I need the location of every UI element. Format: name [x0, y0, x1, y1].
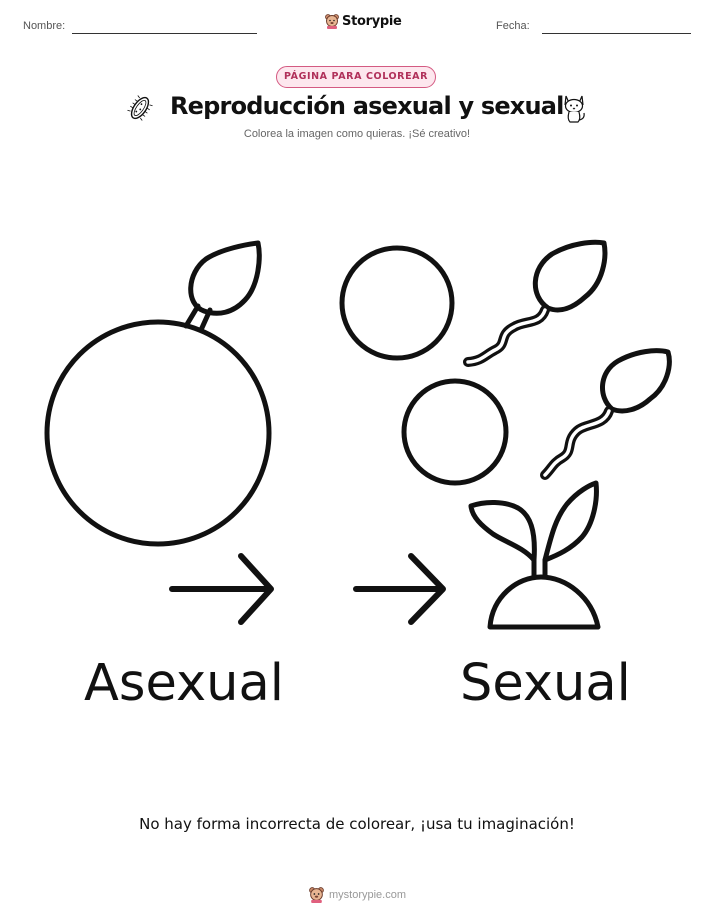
cat-icon: [564, 95, 585, 123]
brand-name: Storypie: [342, 13, 402, 29]
arrow-sexual: [353, 553, 446, 625]
sperm-cell-top: [463, 239, 608, 367]
egg-cell-bottom: [401, 378, 509, 486]
asexual-label: Asexual: [84, 654, 284, 713]
name-label: Nombre:: [23, 20, 66, 32]
page-title: Reproducción asexual y sexual: [170, 92, 564, 120]
encouragement-message: No hay forma incorrecta de colorear, ¡us…: [139, 815, 575, 833]
page-type-badge: PÁGINA PARA COLOREAR: [276, 66, 436, 88]
bear-mascot-icon: [325, 14, 339, 29]
title-row: Reproducción asexual y sexual: [0, 90, 714, 126]
site-url[interactable]: mystorypie.com: [329, 888, 407, 901]
date-field-line[interactable]: [542, 33, 691, 34]
egg-cell-top: [339, 245, 455, 361]
bacterium-icon: [127, 95, 153, 121]
arrow-asexual: [169, 553, 274, 625]
subtitle: Colorea la imagen como quieras. ¡Sé crea…: [243, 128, 471, 140]
brand-logo: Storypie: [324, 13, 402, 29]
site-footer: mystorypie.com: [308, 886, 406, 903]
budding-cell-drawing: [44, 240, 272, 547]
sperm-cell-bottom: [540, 348, 672, 480]
sexual-label: Sexual: [460, 654, 631, 713]
sprout-drawing: [468, 480, 601, 630]
date-label: Fecha:: [496, 20, 530, 32]
reproduction-illustration: Asexual Sexual: [44, 239, 672, 713]
name-field-line[interactable]: [72, 33, 257, 34]
bear-mascot-icon: [309, 887, 324, 903]
